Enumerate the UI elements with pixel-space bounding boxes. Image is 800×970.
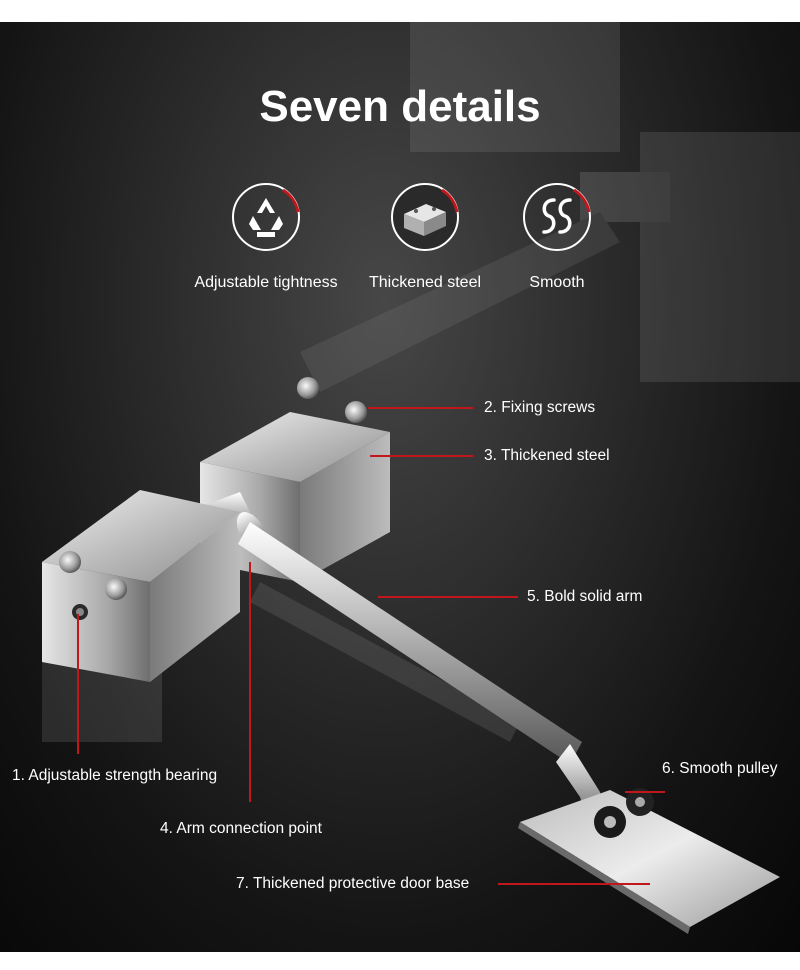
leader-line (625, 791, 665, 793)
screw-icon (59, 551, 81, 573)
page-title: Seven details (259, 82, 541, 131)
screw-icon (105, 578, 127, 600)
callout-fixing-screws: 2. Fixing screws (484, 399, 596, 416)
callout-smooth-pulley: 6. Smooth pulley (662, 760, 778, 777)
feature-smooth: Smooth (477, 182, 637, 292)
pulley-hub (604, 816, 616, 828)
back-block-top (200, 412, 390, 482)
product-banner: Seven details Adjustable tightness (0, 22, 800, 952)
door-base-plate (520, 790, 780, 927)
callout-arm-connection: 4. Arm connection point (160, 820, 322, 837)
front-block-side (150, 512, 240, 682)
callout-bold-solid-arm: 5. Bold solid arm (527, 588, 643, 605)
door-base-edge (518, 822, 690, 934)
screw-icon (297, 377, 319, 399)
door-closer-illustration (42, 22, 800, 934)
background-reflection (300, 22, 800, 392)
main-arm (238, 522, 582, 764)
callout-thickened-steel: 3. Thickened steel (484, 447, 610, 464)
feature-label: Smooth (529, 274, 585, 291)
leader-line (378, 596, 518, 598)
feature-thickened-steel: Thickened steel (345, 182, 505, 292)
feature-adjustable: Adjustable tightness (186, 182, 346, 292)
feature-label: Thickened steel (368, 274, 482, 291)
leader-line (249, 562, 251, 802)
screw-icon (345, 401, 367, 423)
leader-line (77, 614, 79, 754)
callout-door-base: 7. Thickened protective door base (236, 875, 470, 892)
callout-adjustable-bearing: 1. Adjustable strength bearing (12, 767, 218, 784)
leader-line (498, 883, 650, 885)
pulley-hub (635, 797, 645, 807)
feature-label: Adjustable tightness (194, 274, 338, 291)
front-block-top (42, 490, 240, 582)
recycle-icon (231, 182, 301, 252)
leader-line (370, 455, 473, 457)
back-block-side (300, 432, 390, 582)
leader-line (368, 407, 473, 409)
steel-block-icon (390, 182, 460, 252)
smooth-wave-icon (522, 182, 592, 252)
front-block-front (42, 562, 150, 682)
